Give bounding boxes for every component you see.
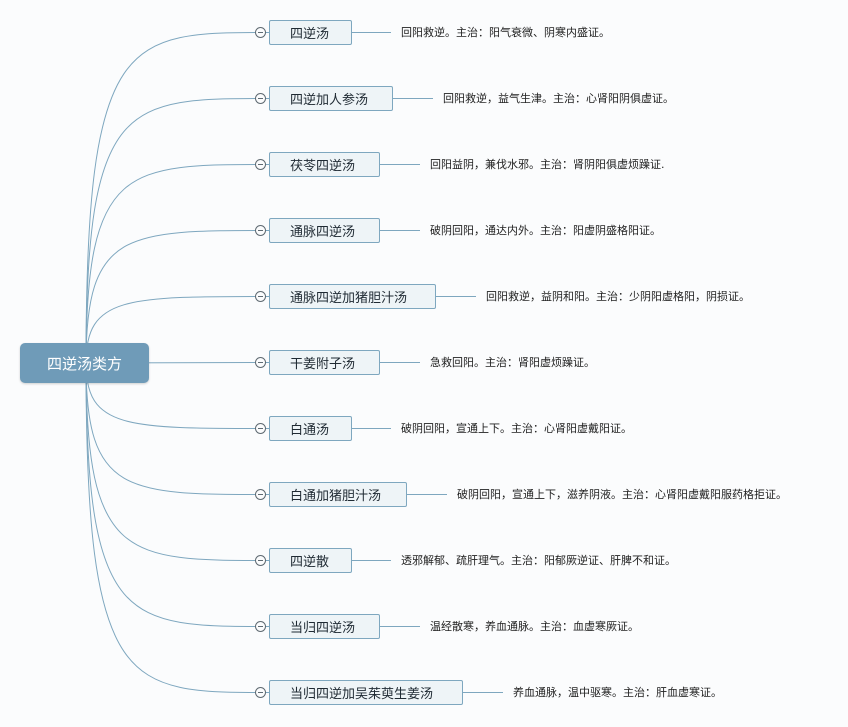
topic-note: 养血通脉，温中驱寒。主治：肝血虚寒证。: [513, 685, 722, 699]
collapse-toggle-icon[interactable]: [255, 158, 266, 170]
collapse-toggle-icon[interactable]: [255, 290, 266, 302]
branch-connector: [85, 362, 270, 429]
branch-connector: [85, 32, 270, 364]
topic-node[interactable]: 白通加猪胆汁汤: [269, 482, 407, 507]
topic-node[interactable]: 当归四逆汤: [269, 614, 380, 639]
topic-node[interactable]: 四逆加人参汤: [269, 86, 393, 111]
collapse-toggle-icon[interactable]: [255, 554, 266, 566]
topic-note: 破阴回阳，宣通上下，滋养阴液。主治：心肾阳虚戴阳服药格拒证。: [457, 487, 787, 501]
topic-node[interactable]: 通脉四逆加猪胆汁汤: [269, 284, 436, 309]
topic-node[interactable]: 通脉四逆汤: [269, 218, 380, 243]
branch-connector: [85, 362, 270, 561]
collapse-toggle-icon[interactable]: [255, 26, 266, 38]
topic-node[interactable]: 四逆散: [269, 548, 352, 573]
topic-note: 急救回阳。主治：肾阳虚烦躁证。: [430, 355, 595, 369]
topic-note: 回阳救逆，益阴和阳。主治：少阴阳虚格阳，阴损证。: [486, 289, 750, 303]
topic-note: 破阴回阳，通达内外。主治：阳虚阴盛格阳证。: [430, 223, 661, 237]
topic-note: 透邪解郁、疏肝理气。主治：阳郁厥逆证、肝脾不和证。: [401, 553, 676, 567]
topic-node[interactable]: 当归四逆加吴茱萸生姜汤: [269, 680, 463, 705]
branch-connector: [85, 230, 270, 364]
branch-connector: [85, 98, 270, 364]
root-topic[interactable]: 四逆汤类方: [20, 343, 149, 383]
topic-note: 回阳益阴，兼伐水邪。主治：肾阴阳俱虚烦躁证.: [430, 157, 665, 171]
topic-node[interactable]: 白通汤: [269, 416, 352, 441]
branch-connector: [85, 164, 270, 364]
collapse-toggle-icon[interactable]: [255, 488, 266, 500]
branch-connector: [85, 296, 270, 364]
topic-note: 破阴回阳，宣通上下。主治：心肾阳虚戴阳证。: [401, 421, 632, 435]
collapse-toggle-icon[interactable]: [255, 356, 266, 368]
collapse-toggle-icon[interactable]: [255, 422, 266, 434]
collapse-toggle-icon[interactable]: [255, 224, 266, 236]
topic-note: 温经散寒，养血通脉。主治：血虚寒厥证。: [430, 619, 639, 633]
collapse-toggle-icon[interactable]: [255, 620, 266, 632]
topic-node[interactable]: 茯苓四逆汤: [269, 152, 380, 177]
topic-note: 回阳救逆，益气生津。主治：心肾阳阴俱虚证。: [443, 91, 674, 105]
collapse-toggle-icon[interactable]: [255, 686, 266, 698]
branch-connector: [85, 362, 270, 693]
topic-note: 回阳救逆。主治：阳气衰微、阴寒内盛证。: [401, 25, 610, 39]
collapse-toggle-icon[interactable]: [255, 92, 266, 104]
topic-node[interactable]: 干姜附子汤: [269, 350, 380, 375]
branch-connector: [85, 362, 270, 495]
branch-connector: [85, 362, 270, 627]
topic-node[interactable]: 四逆汤: [269, 20, 352, 45]
